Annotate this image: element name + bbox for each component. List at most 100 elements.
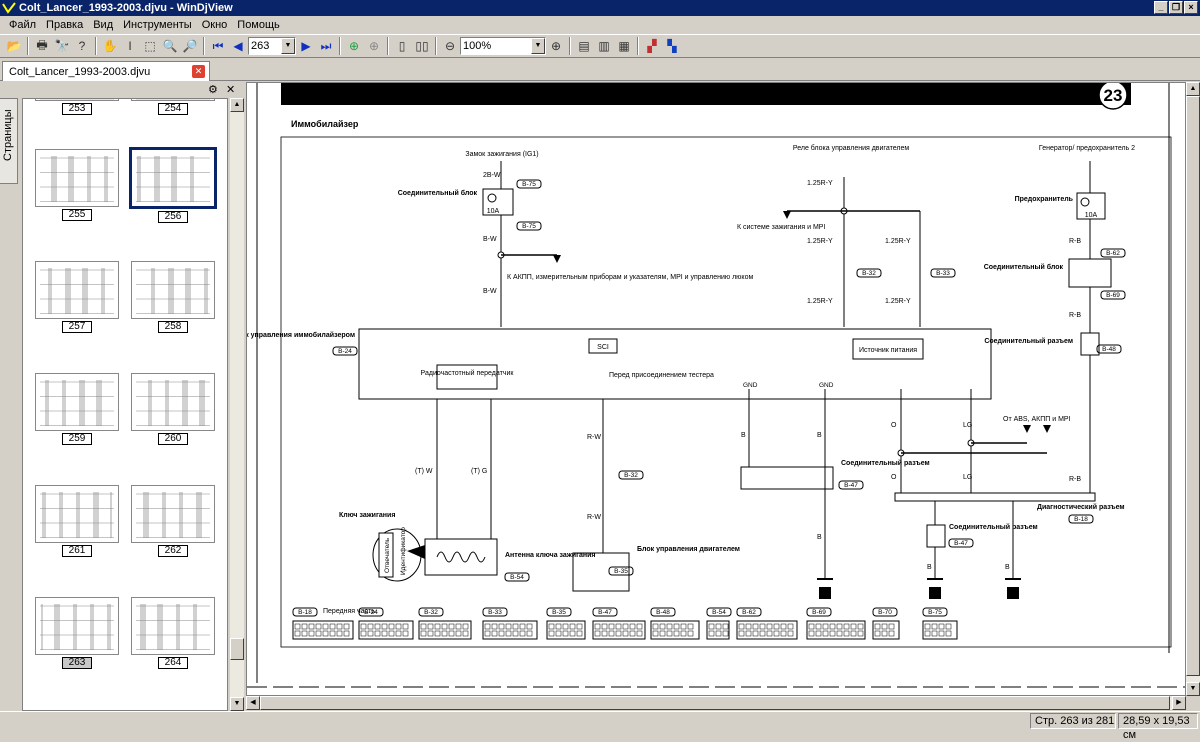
scroll-left-icon[interactable]: ◀ <box>246 696 260 710</box>
page-thumbnail[interactable] <box>35 261 119 319</box>
text-select-icon[interactable]: I <box>128 39 132 53</box>
page-thumbnail[interactable] <box>129 147 217 209</box>
page-thumbnail[interactable] <box>35 99 119 101</box>
chevron-down-icon[interactable]: ▼ <box>531 38 545 54</box>
page-thumbnail[interactable] <box>35 597 119 655</box>
scroll-down-icon[interactable]: ▼ <box>1186 682 1200 696</box>
document-horizontal-scrollbar[interactable]: ◀ ▶ <box>246 696 1186 710</box>
hand-tool-icon[interactable]: ✋ <box>102 39 118 53</box>
legend-pin <box>498 630 505 637</box>
legend-pin <box>441 623 448 630</box>
zoom-rect-icon[interactable]: 🔎 <box>182 39 198 53</box>
print-icon[interactable]: 🖶 <box>36 37 48 52</box>
label-power: Источник питания <box>859 347 917 354</box>
legend-pin <box>294 630 301 637</box>
legend-pin <box>836 623 843 630</box>
wire-label: R-B <box>1069 238 1081 245</box>
page-thumbnail-number: 257 <box>62 321 92 333</box>
page-number-combo[interactable]: 263 ▼ <box>248 37 296 55</box>
legend-pin <box>652 630 659 637</box>
legend-pin <box>420 623 427 630</box>
scroll-up-icon[interactable]: ▲ <box>230 98 244 112</box>
legend-pin <box>687 623 694 630</box>
menu-file[interactable]: Файл <box>9 19 37 31</box>
scroll-right-icon[interactable]: ▶ <box>1172 696 1186 710</box>
menu-tools[interactable]: Инструменты <box>123 19 192 31</box>
menu-help[interactable]: Помощь <box>237 19 280 31</box>
conn-tag: B-75 <box>522 223 536 230</box>
scroll-thumb[interactable] <box>260 696 1170 710</box>
legend-pin <box>666 630 673 637</box>
page-thumbnail[interactable] <box>131 597 215 655</box>
back-icon[interactable]: ⊕ <box>348 39 360 53</box>
menu-edit[interactable]: Правка <box>46 19 84 31</box>
conn-tag: B-54 <box>510 574 524 581</box>
document-view[interactable]: 23 Иммобилайзер Замок зажигания (IG1) Ре… <box>246 82 1186 696</box>
pages-side-tab[interactable]: Страницы <box>0 98 18 184</box>
zoom-icon[interactable]: 🔍 <box>162 39 178 53</box>
legend-connector-shape <box>872 620 900 640</box>
zoom-in-icon[interactable]: ⊕ <box>550 39 562 53</box>
scroll-up-icon[interactable]: ▲ <box>1186 82 1200 96</box>
last-page-icon[interactable]: ⏭ <box>320 38 332 53</box>
two-page-icon[interactable]: ▯▯ <box>415 39 429 53</box>
ground-icon <box>1007 587 1019 599</box>
legend-connector-shape <box>806 620 866 640</box>
forward-icon[interactable]: ⊕ <box>368 39 380 53</box>
status-bar: Стр. 263 из 281 28,59 x 19,53 см <box>0 711 1200 741</box>
legend-pin <box>548 623 555 630</box>
page-thumbnail[interactable] <box>131 261 215 319</box>
legend-tag-frame <box>872 607 898 617</box>
legend-pin <box>294 623 301 630</box>
next-page-icon[interactable]: ▶ <box>301 39 311 53</box>
fit-width-icon[interactable]: ▥ <box>598 39 610 53</box>
rect-select-icon[interactable]: ⬚ <box>144 39 156 53</box>
gear-icon[interactable]: ⚙ <box>208 84 218 96</box>
display-mode-icon[interactable]: ▞ <box>647 39 657 53</box>
page-thumbnail-number: 255 <box>62 209 92 221</box>
first-page-icon[interactable]: ⏮ <box>212 38 224 53</box>
page-thumbnail[interactable] <box>35 149 119 207</box>
wiring-diagram: 23 Иммобилайзер Замок зажигания (IG1) Ре… <box>247 83 1185 688</box>
legend-pin <box>759 630 766 637</box>
thumbnail-scrollbar[interactable]: ▲ ▼ <box>230 98 244 711</box>
pages-side-tab-label: Страницы <box>2 109 14 161</box>
close-panel-icon[interactable]: ✕ <box>226 84 236 96</box>
layers-icon[interactable]: ▚ <box>667 39 677 53</box>
page-thumbnail[interactable] <box>131 485 215 543</box>
close-icon[interactable]: × <box>1184 1 1198 14</box>
find-icon[interactable]: 🔭 <box>54 39 70 53</box>
legend-tag-frame <box>292 607 318 617</box>
page-thumbnail[interactable] <box>35 373 119 431</box>
single-page-icon[interactable]: ▯ <box>398 39 406 53</box>
actual-size-icon[interactable]: ▦ <box>618 39 630 53</box>
minimize-icon[interactable]: _ <box>1154 1 1168 14</box>
page-thumbnail[interactable] <box>35 485 119 543</box>
scroll-thumb[interactable] <box>1186 96 1200 676</box>
zoom-out-icon[interactable]: ⊖ <box>444 39 456 53</box>
legend-pin <box>843 630 850 637</box>
open-folder-icon[interactable]: 📂 <box>6 39 22 53</box>
chevron-down-icon[interactable]: ▼ <box>281 38 295 54</box>
legend-pin <box>374 623 381 630</box>
restore-icon[interactable]: ❐ <box>1169 1 1183 14</box>
scroll-thumb[interactable] <box>230 638 244 660</box>
legend-connector-label: B-69 <box>812 609 826 616</box>
page-thumbnail[interactable] <box>131 373 215 431</box>
prev-page-icon[interactable]: ◀ <box>233 39 243 53</box>
legend-pin <box>315 630 322 637</box>
zoom-combo[interactable]: 100% ▼ <box>460 37 546 55</box>
label-conn-razem-1: Соединительный разъем <box>984 337 1073 345</box>
page-thumbnail[interactable] <box>131 99 215 101</box>
label-sender: Отвечатель <box>384 537 391 573</box>
close-tab-icon[interactable]: ✕ <box>192 65 205 78</box>
fit-page-icon[interactable]: ▤ <box>578 39 590 53</box>
document-tab[interactable]: Colt_Lancer_1993-2003.djvu ✕ <box>2 61 210 81</box>
help-icon[interactable]: ? <box>78 39 86 53</box>
document-vertical-scrollbar[interactable]: ▲ ▼ <box>1186 82 1200 696</box>
legend-connector-label: B-47 <box>598 609 612 616</box>
menu-window[interactable]: Окно <box>201 19 228 31</box>
scroll-down-icon[interactable]: ▼ <box>230 697 244 711</box>
menu-view[interactable]: Вид <box>93 19 114 31</box>
